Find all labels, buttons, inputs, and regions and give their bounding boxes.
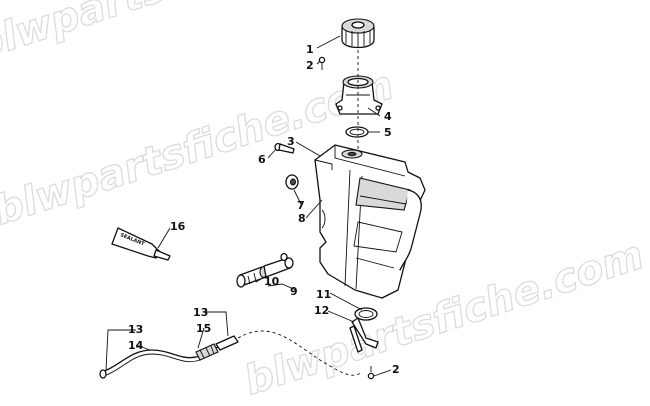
callout-labels: 1 2 3 4 5 6 7 8 9 10 11 12 13 13 14 15 1… bbox=[128, 43, 400, 376]
clamp-part[interactable] bbox=[349, 307, 379, 353]
callout-1: 1 bbox=[306, 43, 314, 56]
callout-8: 8 bbox=[298, 212, 306, 225]
callout-13-right: 13 bbox=[193, 306, 208, 319]
callout-9: 9 bbox=[290, 285, 298, 298]
sensor-part[interactable] bbox=[236, 252, 294, 288]
leader-lines bbox=[105, 35, 392, 377]
o-ring-part[interactable] bbox=[345, 126, 369, 138]
watermark-bottom: blwpartsfiche.com bbox=[239, 232, 649, 404]
callout-2-top: 2 bbox=[306, 59, 314, 72]
cap-part[interactable] bbox=[341, 18, 375, 49]
callout-11: 11 bbox=[316, 288, 331, 301]
callout-10: 10 bbox=[264, 275, 280, 288]
callout-6: 6 bbox=[258, 153, 266, 166]
callout-4: 4 bbox=[384, 110, 392, 123]
callout-16: 16 bbox=[170, 220, 186, 233]
tank-part[interactable] bbox=[314, 144, 426, 299]
callout-14: 14 bbox=[128, 339, 144, 352]
callout-2-bottom: 2 bbox=[392, 363, 400, 376]
vent-hose-part[interactable] bbox=[99, 330, 363, 379]
screw-top-part[interactable] bbox=[318, 56, 326, 70]
grommet-part[interactable] bbox=[285, 174, 299, 190]
callout-15: 15 bbox=[196, 322, 211, 335]
bolt-part[interactable] bbox=[274, 142, 295, 154]
sealant-tube-part[interactable]: SEALANT bbox=[111, 227, 171, 261]
callout-7: 7 bbox=[297, 199, 305, 212]
callout-13-left: 13 bbox=[128, 323, 143, 336]
callout-5: 5 bbox=[384, 126, 392, 139]
screw-bottom-part[interactable] bbox=[367, 366, 375, 380]
callout-3: 3 bbox=[287, 135, 295, 148]
callout-12: 12 bbox=[314, 304, 329, 317]
